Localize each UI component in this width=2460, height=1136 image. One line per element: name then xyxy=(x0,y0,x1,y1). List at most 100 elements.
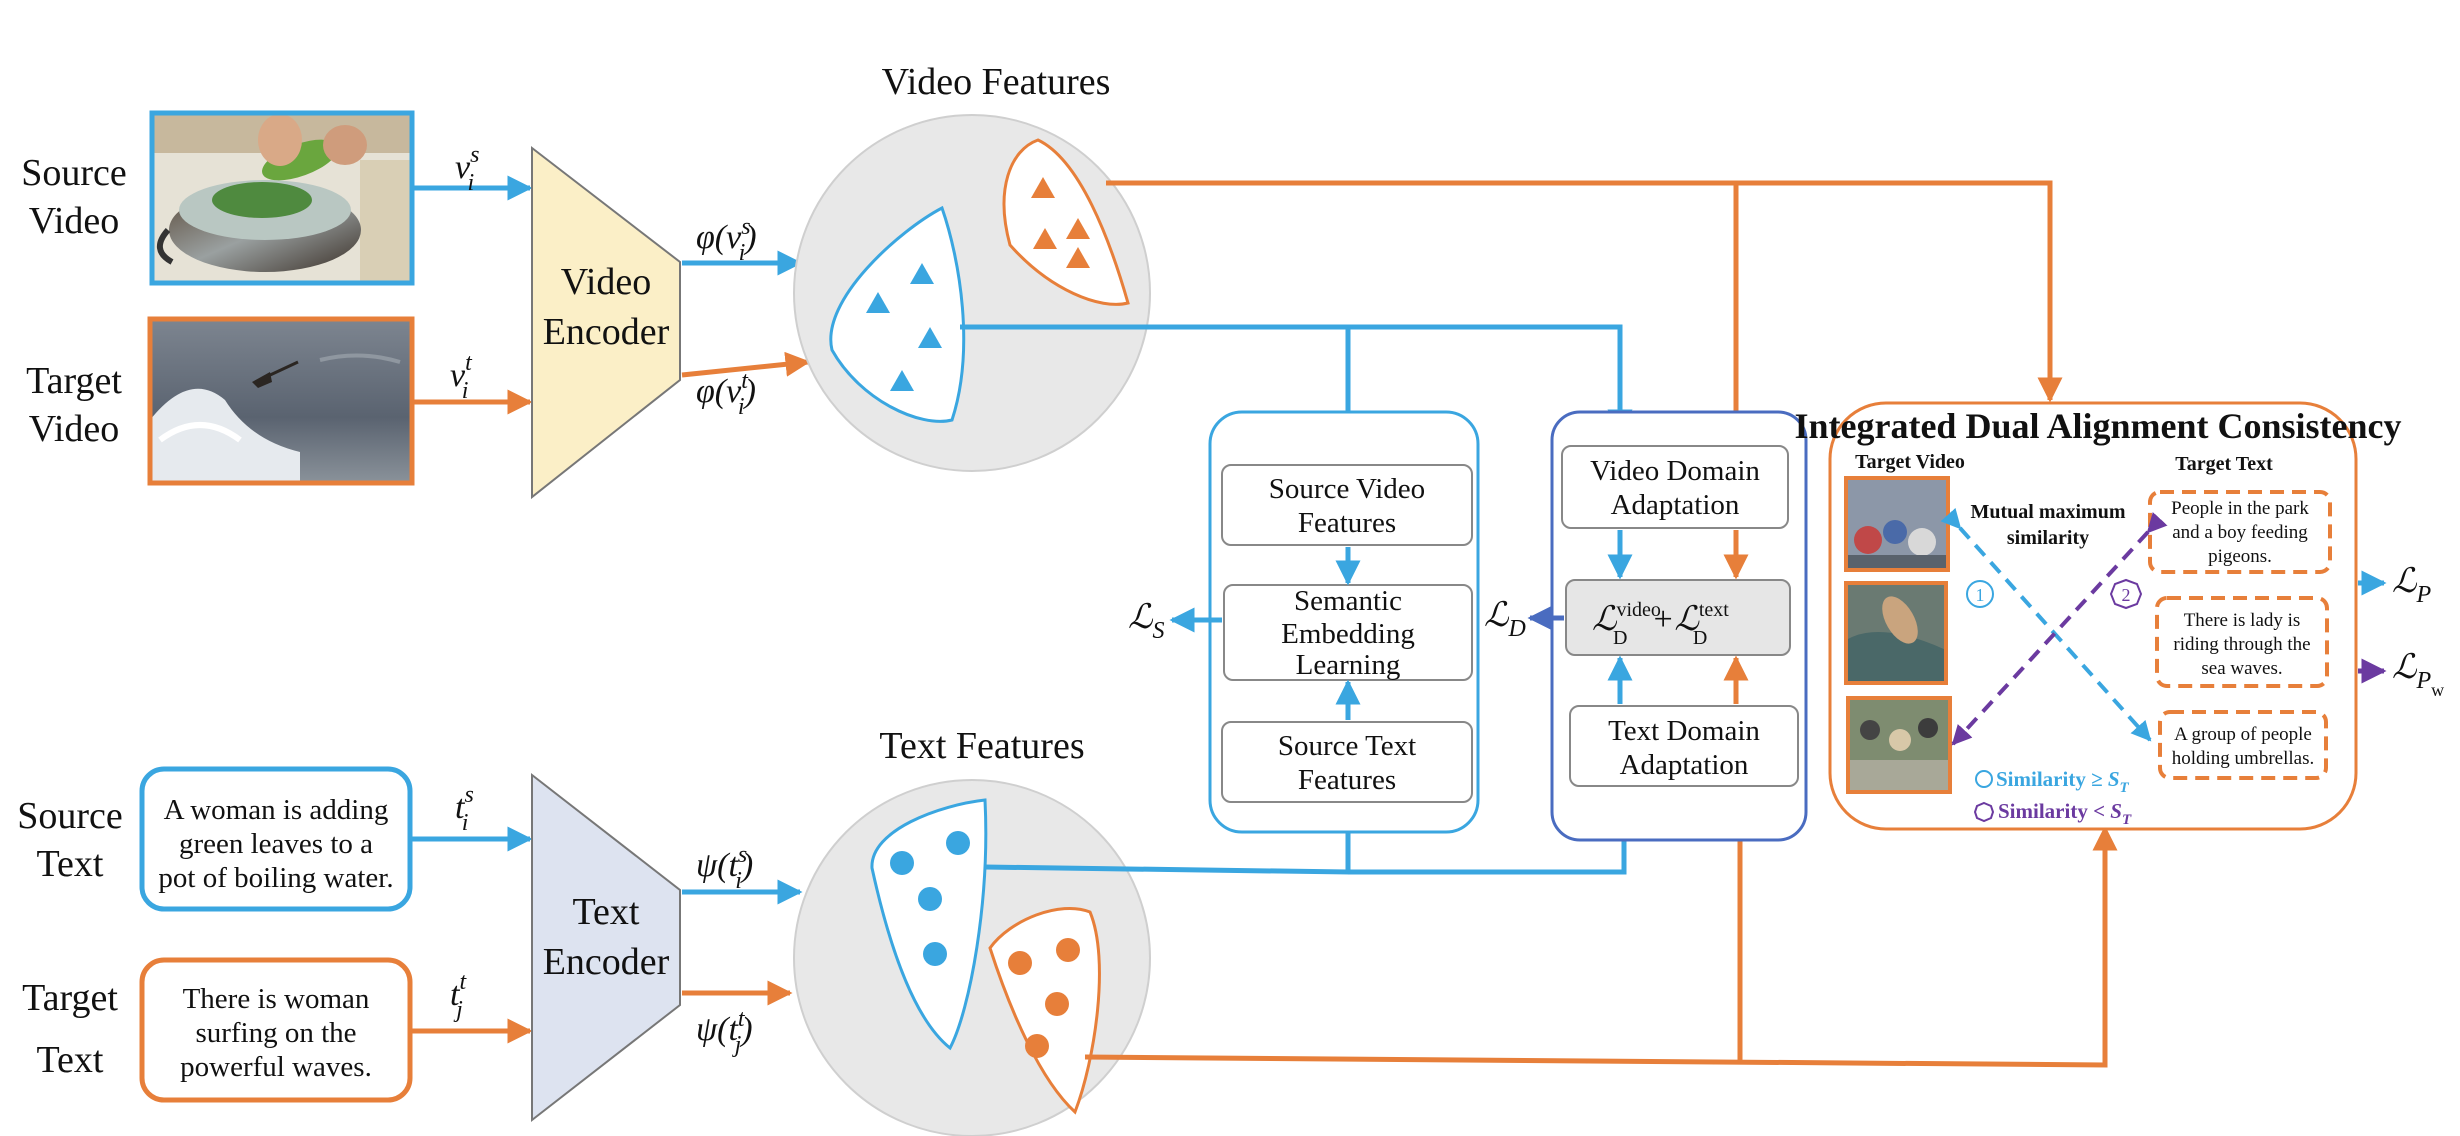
svg-text:Target: Target xyxy=(26,360,122,402)
idac-thumbnail-1 xyxy=(1844,476,1950,572)
svg-text:Text: Text xyxy=(37,1039,104,1081)
text-feature-space xyxy=(793,779,1151,1136)
svg-text:pigeons.: pigeons. xyxy=(2208,546,2272,567)
loss-d: ℒD xyxy=(1484,597,1526,642)
svg-text:φ(vti): φ(vti) xyxy=(696,368,756,420)
target-video-label: Target Video xyxy=(26,360,122,450)
idac-marker-1: 1 xyxy=(1966,580,1994,608)
svg-text:ttj: ttj xyxy=(450,969,467,1023)
target-text-label: Target Text xyxy=(22,977,118,1081)
svg-text:A group of people: A group of people xyxy=(2174,724,2312,745)
loss-pw: ℒPw xyxy=(2392,649,2444,700)
svg-text:Text: Text xyxy=(37,843,104,885)
idac-module: Integrated Dual Alignment Consistency Ta… xyxy=(1794,401,2402,831)
svg-text:Similarity ≥ ST: Similarity ≥ ST xyxy=(1996,767,2130,796)
svg-text:sea waves.: sea waves. xyxy=(2201,658,2282,679)
svg-text:Embedding: Embedding xyxy=(1281,618,1415,650)
semantic-embedding-box: Semantic Embedding Learning xyxy=(1223,584,1473,681)
svg-text:holding umbrellas.: holding umbrellas. xyxy=(2172,748,2314,769)
svg-text:Adaptation: Adaptation xyxy=(1620,749,1749,781)
loss-p: ℒP xyxy=(2392,563,2432,608)
svg-text:A woman is adding: A woman is adding xyxy=(164,794,389,826)
svg-text:ψ(ttj): ψ(ttj) xyxy=(696,1006,753,1058)
svg-text:Features: Features xyxy=(1298,507,1396,539)
idac-target-text-label: Target Text xyxy=(2175,453,2273,475)
semantic-module: Source Video Features Semantic Embedding… xyxy=(1128,410,1480,834)
svg-text:Video: Video xyxy=(29,408,120,450)
svg-text:Video Domain: Video Domain xyxy=(1590,455,1760,487)
idac-text-box-1: People in the park and a boy feeding pig… xyxy=(2148,490,2332,574)
svg-text:powerful waves.: powerful waves. xyxy=(180,1051,372,1083)
svg-text:There is lady is: There is lady is xyxy=(2184,610,2301,631)
svg-text:Encoder: Encoder xyxy=(543,941,670,983)
video-feature-space xyxy=(793,114,1151,472)
svg-text:and a boy feeding: and a boy feeding xyxy=(2172,522,2308,543)
idac-title: Integrated Dual Alignment Consistency xyxy=(1794,406,2401,446)
idac-thumbnail-3 xyxy=(1846,696,1952,794)
target-video-frame xyxy=(147,316,415,486)
idac-target-video-label: Target Video xyxy=(1855,451,1965,473)
svg-text:similarity: similarity xyxy=(2007,527,2089,549)
text-encoder: Text Encoder xyxy=(531,772,681,1123)
svg-text:riding through the: riding through the xyxy=(2173,634,2310,655)
svg-text:Source Video: Source Video xyxy=(1269,473,1425,505)
svg-text:People in the park: People in the park xyxy=(2171,498,2309,519)
target-text-box: There is woman surfing on the powerful w… xyxy=(139,957,413,1103)
idac-match-line-purple xyxy=(1951,511,2168,746)
svg-text:2: 2 xyxy=(2122,585,2131,605)
svg-text:Encoder: Encoder xyxy=(543,311,670,353)
svg-text:vti: vti xyxy=(450,350,473,404)
idac-mutual-label: Mutual maximum xyxy=(1971,501,2126,523)
svg-text:φ(vsi): φ(vsi) xyxy=(696,214,757,266)
svg-text:ψ(tsi): ψ(tsi) xyxy=(696,842,753,894)
source-text-features-box: Source Text Features xyxy=(1221,721,1473,803)
idac-text-box-3: A group of people holding umbrellas. xyxy=(2158,710,2328,780)
video-encoder: Video Encoder xyxy=(531,145,681,500)
svg-text:Source Text: Source Text xyxy=(1278,730,1416,762)
svg-text:Source: Source xyxy=(21,152,127,194)
source-video-features-box: Source Video Features xyxy=(1221,464,1473,546)
svg-text:Semantic: Semantic xyxy=(1294,585,1402,617)
svg-text:Video: Video xyxy=(561,261,652,303)
source-text-box: A woman is adding green leaves to a pot … xyxy=(139,766,413,912)
svg-text:Adaptation: Adaptation xyxy=(1611,489,1740,521)
idac-thumbnail-2 xyxy=(1844,581,1948,685)
idac-legend-lt: Similarity < ST xyxy=(1973,799,2132,828)
idac-marker-2: 2 xyxy=(2109,578,2143,610)
text-domain-adaptation-box: Text Domain Adaptation xyxy=(1569,705,1799,787)
svg-text:green leaves to a: green leaves to a xyxy=(179,828,373,860)
svg-text:Source: Source xyxy=(17,795,123,837)
svg-text:Similarity < ST: Similarity < ST xyxy=(1998,799,2132,828)
video-features-title: Video Features xyxy=(882,61,1111,103)
source-video-frame xyxy=(149,110,415,286)
source-video-label: Source Video xyxy=(21,152,127,242)
svg-text:Text Domain: Text Domain xyxy=(1608,715,1760,747)
svg-text:There is woman: There is woman xyxy=(183,983,370,1015)
svg-text:surfing on the: surfing on the xyxy=(195,1017,356,1049)
idac-legend-ge: Similarity ≥ ST xyxy=(1975,767,2130,796)
svg-text:pot of boiling water.: pot of boiling water. xyxy=(158,862,393,894)
source-text-label: Source Text xyxy=(17,795,123,885)
svg-text:Text: Text xyxy=(573,891,640,933)
text-features-title: Text Features xyxy=(879,725,1084,767)
svg-text:vsi: vsi xyxy=(455,142,479,196)
svg-text:Video: Video xyxy=(29,200,120,242)
svg-text:tsi: tsi xyxy=(455,782,474,836)
svg-text:Features: Features xyxy=(1298,764,1396,796)
svg-text:1: 1 xyxy=(1976,585,1985,605)
loss-s: ℒS xyxy=(1128,599,1165,644)
svg-text:Learning: Learning xyxy=(1296,649,1401,681)
svg-text:Target: Target xyxy=(22,977,118,1019)
